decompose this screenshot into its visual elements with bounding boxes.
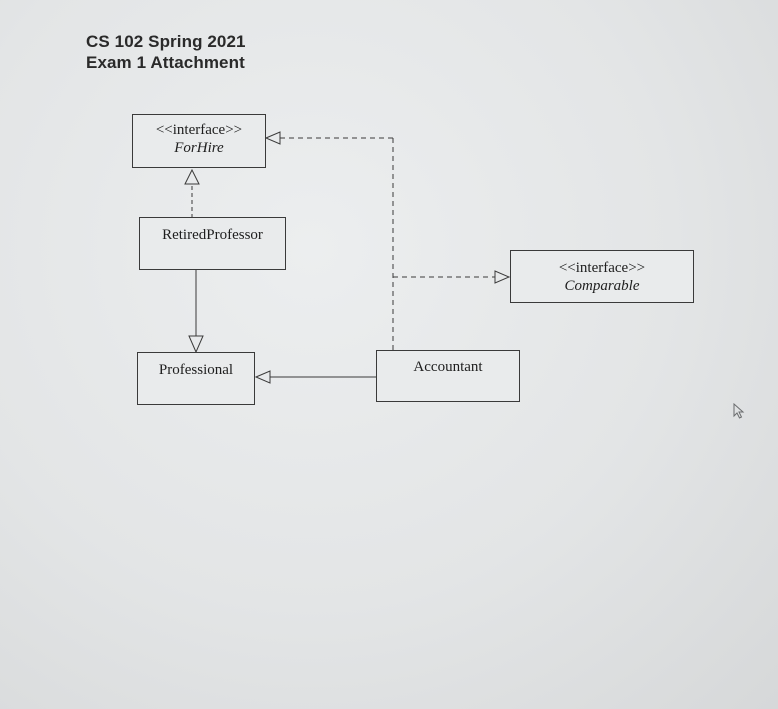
exam-title: CS 102 Spring 2021 (86, 32, 246, 51)
professional-class-box: Professional (137, 352, 255, 405)
realization-accountant-forhire (264, 131, 394, 350)
inheritance-accountant-professional (254, 370, 376, 384)
professional-name: Professional (158, 362, 234, 378)
accountant-class-box: Accountant (376, 350, 520, 402)
comparable-name: Comparable (564, 278, 640, 294)
forhire-stereotype: <<interface>> (155, 122, 243, 138)
mouse-cursor-icon (733, 403, 745, 419)
exam-subtitle: Exam 1 Attachment (86, 53, 245, 72)
retiredprofessor-name: RetiredProfessor (162, 227, 263, 243)
comparable-interface-box: <<interface>> Comparable (510, 250, 694, 303)
realization-accountant-comparable (393, 270, 511, 284)
forhire-name: ForHire (174, 140, 224, 156)
accountant-name: Accountant (413, 359, 483, 375)
comparable-stereotype: <<interface>> (558, 260, 646, 276)
retiredprofessor-class-box: RetiredProfessor (139, 217, 286, 270)
forhire-interface-box: <<interface>> ForHire (132, 114, 266, 168)
inheritance-retiredprofessor-professional (188, 270, 204, 354)
realization-retiredprofessor-forhire (184, 168, 200, 217)
